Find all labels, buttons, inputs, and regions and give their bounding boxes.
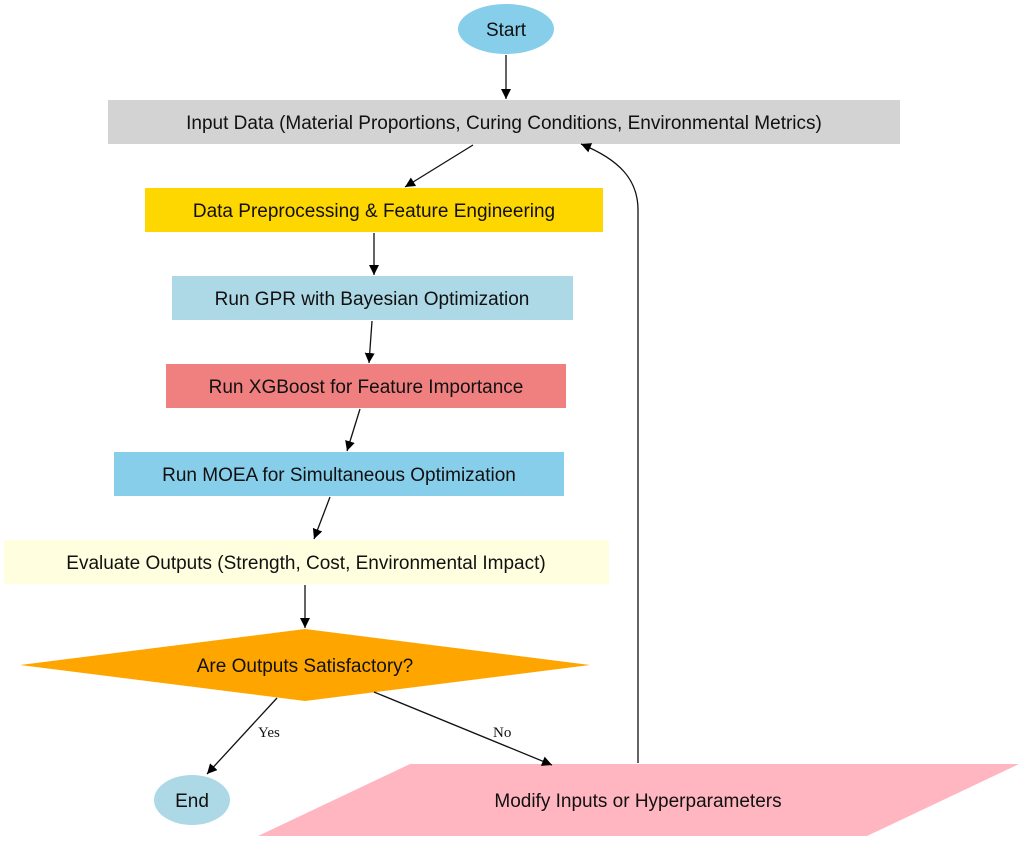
edge-decision-to-modify [373,691,553,766]
xgboost-label: Run XGBoost for Feature Importance [209,377,524,398]
edge-label-no: No [493,725,511,741]
edge-input-to-preprocess [404,144,474,188]
modify-label: Modify Inputs or Hyperparameters [494,791,781,812]
start-label: Start [486,20,527,41]
input-box [108,100,900,144]
xgboost-box [166,364,566,408]
gpr-box [172,276,573,320]
node-input: Input Data (Material Proportions, Curing… [108,100,900,144]
decision-label: Are Outputs Satisfactory? [197,656,414,677]
end-ellipse [154,775,230,825]
edge-gpr-to-xgboost [364,320,375,364]
edge-moea-to-evaluate [312,496,331,540]
edge-label-yes: Yes [258,725,280,741]
node-preprocess: Data Preprocessing & Feature Engineering [145,188,603,232]
node-evaluate: Evaluate Outputs (Strength, Cost, Enviro… [4,540,609,584]
evaluate-box [4,540,609,584]
input-label: Input Data (Material Proportions, Curing… [186,113,822,134]
gpr-label: Run GPR with Bayesian Optimization [215,289,530,310]
edge-decision-to-end [206,697,278,775]
evaluate-label: Evaluate Outputs (Strength, Cost, Enviro… [66,553,545,574]
node-modify: Modify Inputs or Hyperparameters [258,764,1019,836]
preprocess-label: Data Preprocessing & Feature Engineering [193,201,555,222]
preprocess-box [145,188,603,232]
decision-diamond [20,629,590,701]
edge-modify-to-input [580,143,639,763]
modify-parallelogram [258,764,1019,836]
node-moea: Run MOEA for Simultaneous Optimization [114,452,564,496]
node-end: End [154,775,230,825]
moea-label: Run MOEA for Simultaneous Optimization [162,465,516,486]
node-decision: Are Outputs Satisfactory? [20,629,590,701]
moea-box [114,452,564,496]
node-gpr: Run GPR with Bayesian Optimization [172,276,573,320]
start-ellipse [458,4,554,54]
end-label: End [175,791,209,812]
node-start: Start [458,4,554,54]
edge-xgboost-to-moea [345,408,361,452]
node-xgboost: Run XGBoost for Feature Importance [166,364,566,408]
